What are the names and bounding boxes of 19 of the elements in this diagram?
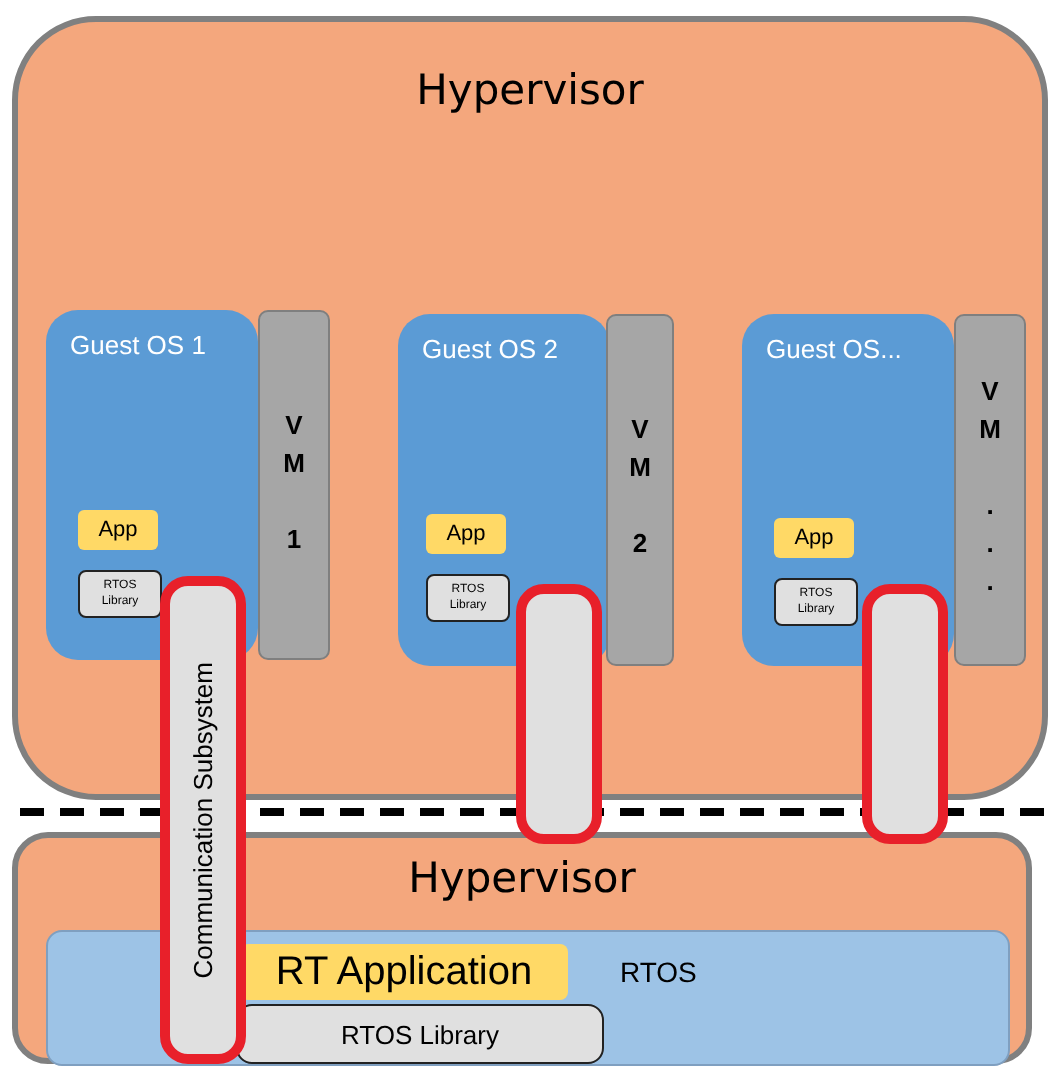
- vm-bar: VM ...: [954, 314, 1026, 666]
- vm-bar: VM 1: [258, 310, 330, 660]
- app-label: App: [426, 514, 506, 554]
- rtos-label: RTOS: [620, 956, 697, 988]
- guest-os-box: [742, 314, 954, 666]
- hypervisor-title: Hypervisor: [414, 66, 646, 114]
- vm-bar: VM 2: [606, 314, 674, 666]
- communication-bar: Communication Subsystem: [160, 576, 246, 1064]
- app-label: App: [774, 518, 854, 558]
- guest-os-box: [46, 310, 258, 660]
- guest-os-title: Guest OS...: [766, 334, 902, 364]
- guest-os-title: Guest OS 1: [70, 330, 206, 360]
- rtos-library-box: RTOS Library: [236, 1004, 604, 1064]
- guest-os-title: Guest OS 2: [422, 334, 558, 364]
- communication-bar: [862, 584, 948, 844]
- hypervisor-panel: [12, 16, 1048, 800]
- rt-application-label: RT Application: [240, 944, 568, 1000]
- communication-bar: [516, 584, 602, 844]
- app-label: App: [78, 510, 158, 550]
